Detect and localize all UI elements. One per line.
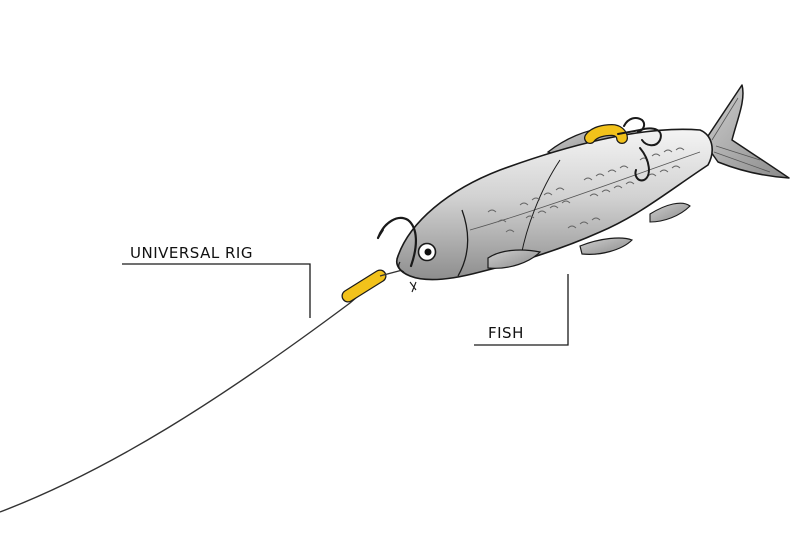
fishing-line [0, 289, 366, 513]
knot [409, 281, 417, 293]
single-hook-icon [376, 216, 417, 268]
yellow-tube-icon [341, 269, 387, 303]
universal-rig-label: UNIVERSAL RIG [130, 244, 253, 262]
universal-rig-leader [122, 263, 311, 318]
fish-callout: FISH [474, 274, 569, 346]
fish-label: FISH [488, 324, 524, 342]
treble-hook-icon [584, 117, 662, 182]
fish-icon [395, 84, 790, 281]
universal-rig-callout: UNIVERSAL RIG [122, 244, 311, 318]
fish-leader [474, 274, 569, 346]
